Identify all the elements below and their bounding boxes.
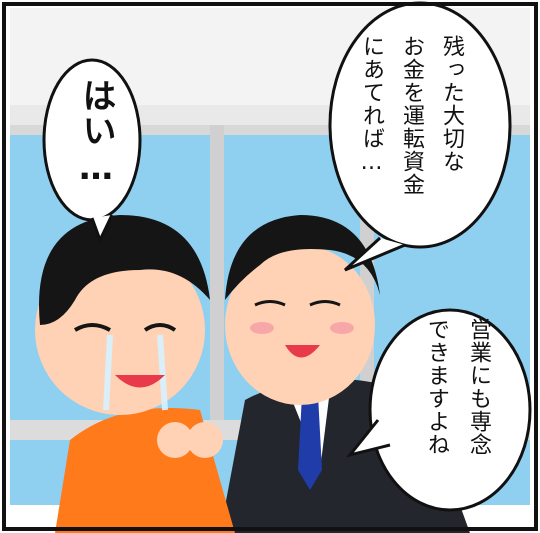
speech-text-man-bottom: 営業にも専念 できますよね — [424, 318, 491, 456]
speech-text-man-top: 残った大切な お金を運転資金 にあてれば… — [359, 35, 464, 196]
speech-bubble-man-bottom — [346, 308, 532, 512]
speech-bubble-boy — [42, 58, 142, 244]
speech-text-boy: はい… — [76, 78, 116, 189]
boy-character — [35, 215, 235, 533]
